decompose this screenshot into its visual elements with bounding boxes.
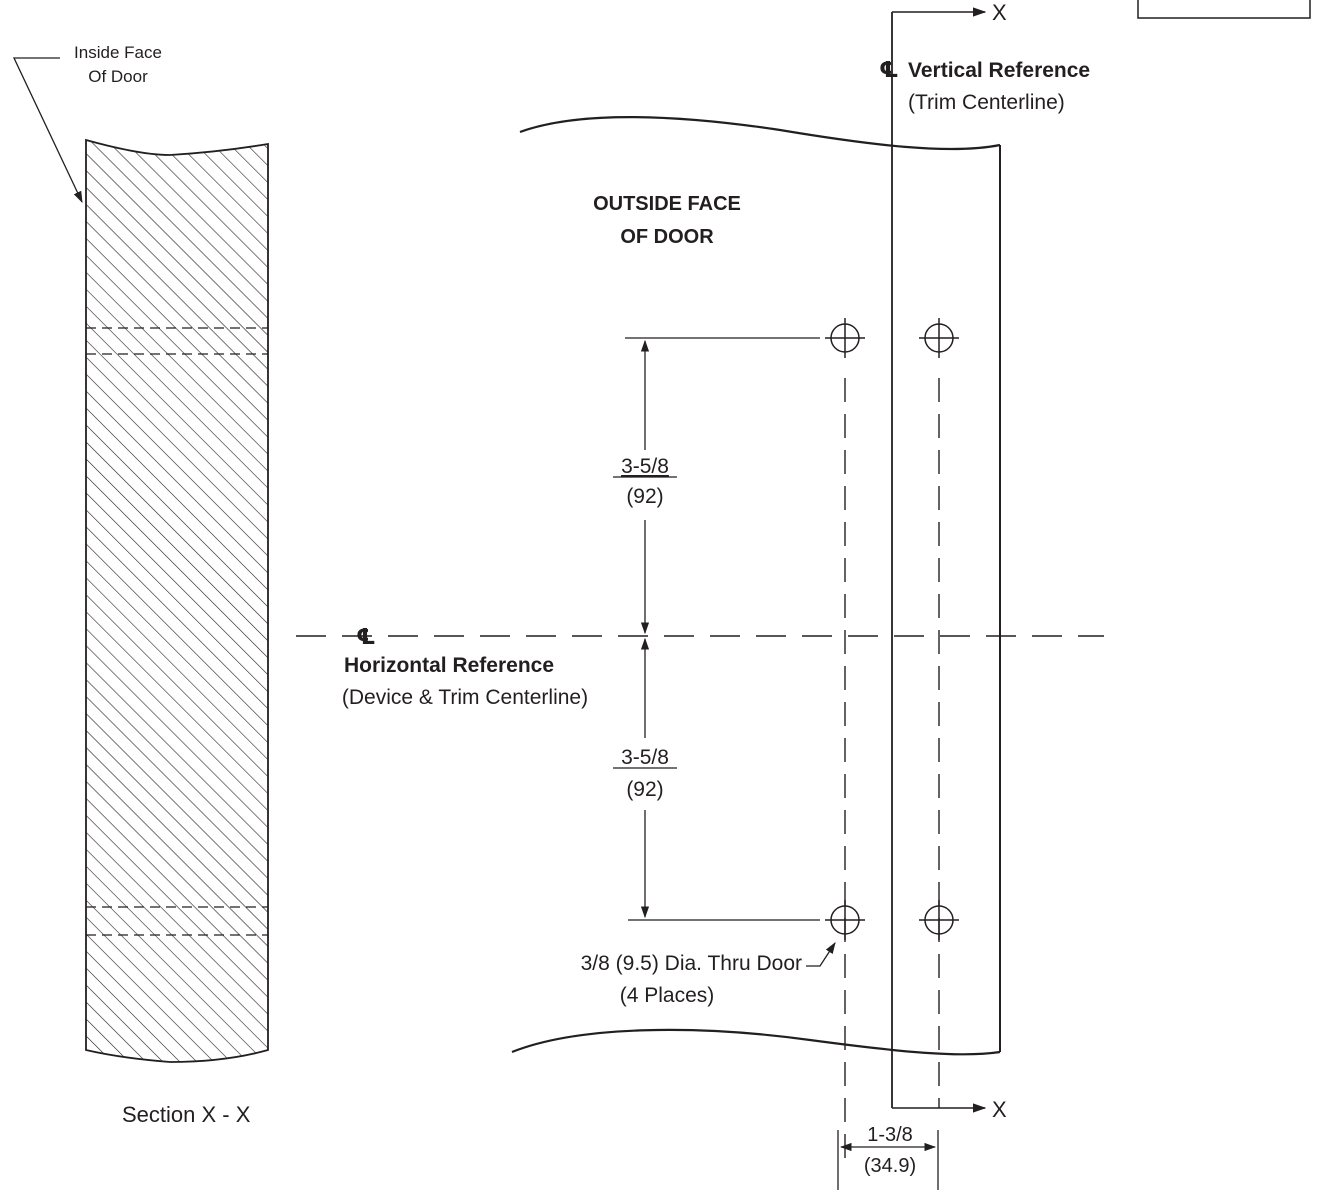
door-top-break-line — [519, 116, 1001, 151]
section-label-bottom: X — [992, 1097, 1007, 1122]
vertical-reference-title: Vertical Reference — [908, 59, 1090, 82]
horizontal-reference-symbol: ℄ — [356, 624, 376, 649]
title-block-corner — [1137, 0, 1311, 19]
hole-note-line2: (4 Places) — [620, 984, 715, 1007]
hole-upper-right — [919, 318, 959, 358]
horizontal-reference-title: Horizontal Reference — [344, 654, 554, 677]
outside-face-title-line1: OUTSIDE FACE — [593, 193, 741, 215]
dimension-lower-metric: (92) — [626, 778, 663, 801]
outside-face-title-line2: OF DOOR — [620, 226, 714, 248]
vertical-reference-symbol: ℄ — [879, 57, 899, 82]
dimension-lower-imperial: 3-5/8 — [621, 746, 669, 769]
section-caption: Section X - X — [122, 1102, 251, 1127]
dimension-upper-imperial: 3-5/8 — [621, 455, 669, 478]
inside-face-label-line1: Inside Face — [74, 43, 162, 62]
inside-face-label-line2: Of Door — [88, 67, 148, 86]
section-label-top: X — [992, 0, 1007, 25]
horizontal-reference-subtitle: (Device & Trim Centerline) — [342, 686, 588, 709]
hole-note-leader — [806, 942, 836, 967]
hole-lower-right — [919, 900, 959, 940]
dimension-offset-imperial: 1-3/8 — [867, 1124, 913, 1146]
vertical-reference-subtitle: (Trim Centerline) — [908, 91, 1065, 114]
section-view: Inside Face Of Door Section X - X — [12, 43, 269, 1127]
door-face-view: OUTSIDE FACE OF DOOR X X ℄ Vertical Refe… — [296, 0, 1104, 1190]
inside-face-leader — [12, 57, 83, 204]
hole-lower-left — [825, 900, 865, 940]
dimension-upper-metric: (92) — [626, 485, 663, 508]
hole-upper-left — [825, 318, 865, 358]
dimension-offset-metric: (34.9) — [864, 1155, 916, 1177]
hole-note-line1: 3/8 (9.5) Dia. Thru Door — [581, 952, 802, 975]
door-section-hatch — [85, 138, 269, 1063]
door-bottom-break-line — [511, 1028, 1001, 1056]
